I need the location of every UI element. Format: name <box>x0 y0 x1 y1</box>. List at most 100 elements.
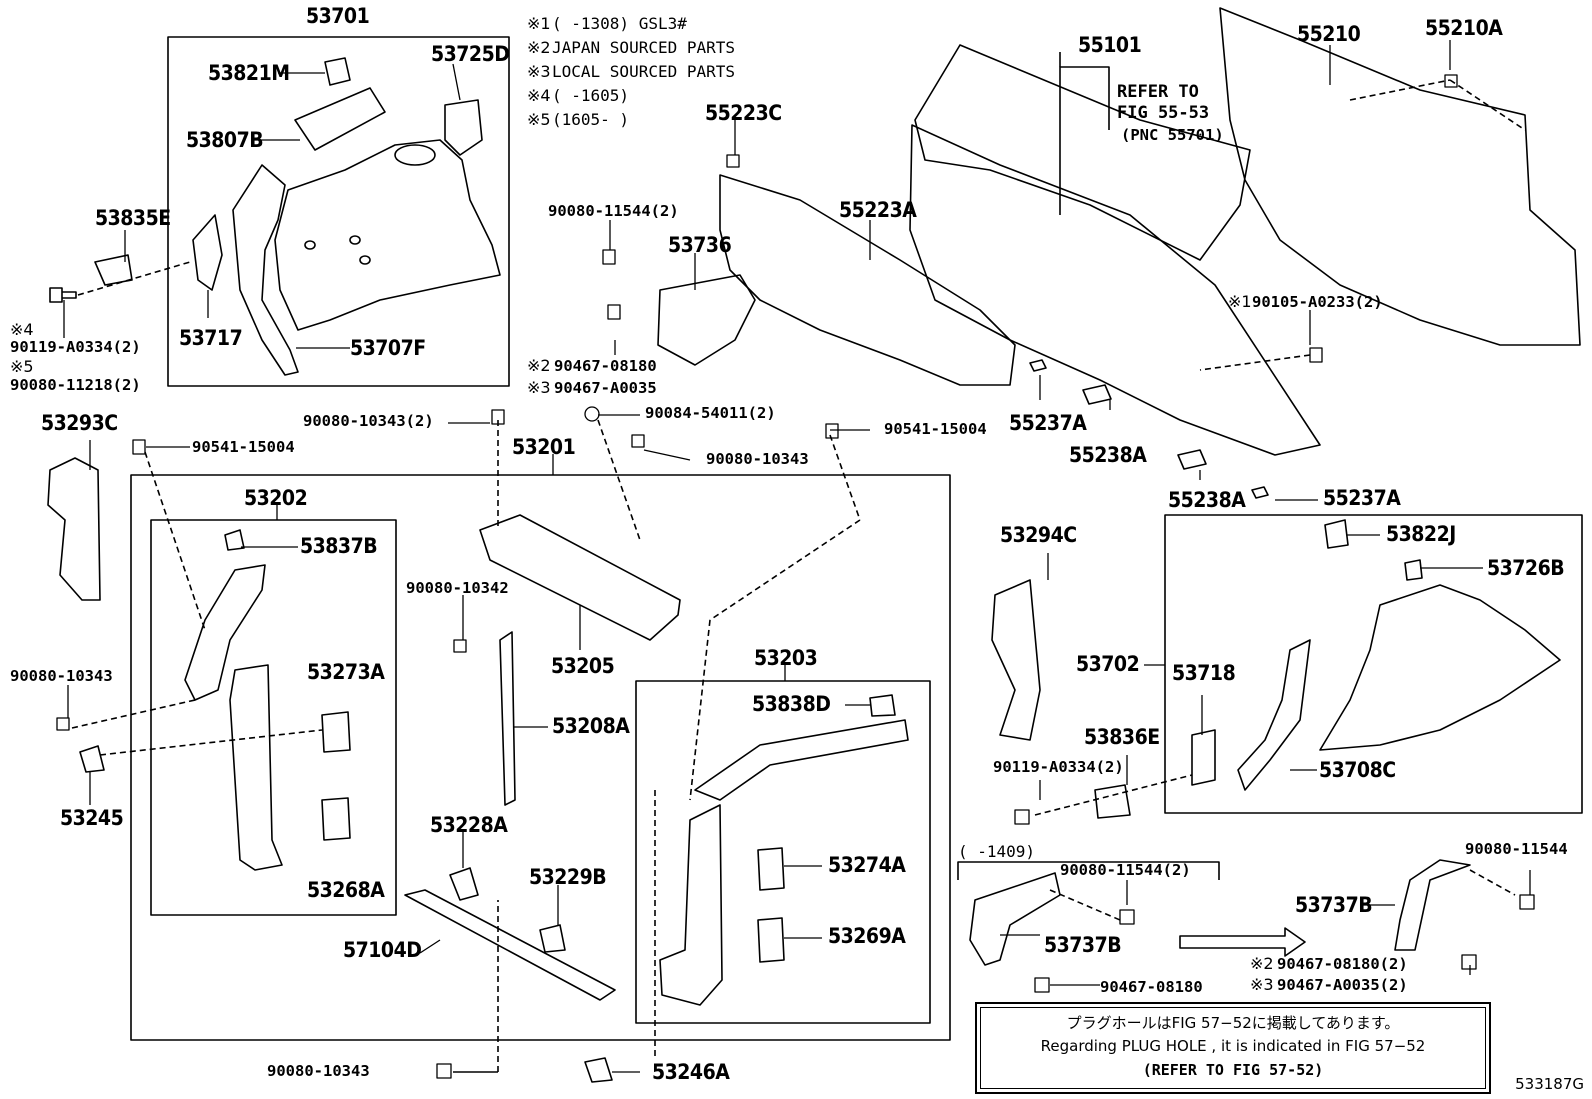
part-label[interactable]: 57104D <box>343 938 422 962</box>
part-label[interactable]: 53203 <box>754 646 818 670</box>
part-label[interactable]: 90080-10342 <box>406 579 509 597</box>
note-mark-2: ※2 <box>527 38 551 57</box>
plug-hole-note-ref: (REFER TO FIG 57-52) <box>1142 1061 1324 1079</box>
part-label[interactable]: 53707F <box>350 336 426 360</box>
note-text-5: (1605- ) <box>552 110 630 129</box>
part-label[interactable]: 90467-08180(2) <box>1277 955 1408 973</box>
part-label[interactable]: 53737B <box>1044 933 1122 957</box>
part-label[interactable]: 53205 <box>551 654 615 678</box>
part-label[interactable]: 55210A <box>1425 16 1503 40</box>
part-label[interactable]: 90080-10343 <box>267 1062 370 1080</box>
part-label[interactable]: 55223C <box>705 101 782 125</box>
date-range-note: ( -1409) <box>958 842 1036 861</box>
part-55101-cowl <box>914 44 1251 261</box>
part-53702-apron <box>1319 584 1561 751</box>
part-label[interactable]: 53822J <box>1386 522 1456 546</box>
part-55238A-b <box>1177 449 1207 470</box>
part-label[interactable]: 53269A <box>828 924 906 948</box>
part-label[interactable]: 53708C <box>1319 758 1396 782</box>
group-box-53203 <box>635 680 931 1024</box>
part-label[interactable]: 90541-15004 <box>192 438 295 456</box>
illustration-code: 533187G <box>1515 1075 1584 1093</box>
note-mark-5: ※5 <box>527 110 551 129</box>
part-label[interactable]: 90105-A0233(2) <box>1252 293 1383 311</box>
part-label[interactable]: 53821M <box>208 61 290 85</box>
part-label[interactable]: 53246A <box>652 1060 730 1084</box>
part-53838D <box>869 694 896 717</box>
part-label[interactable]: 53268A <box>307 878 385 902</box>
part-label[interactable]: 90541-15004 <box>884 420 987 438</box>
part-57104D <box>404 889 616 1001</box>
part-label[interactable]: 53836E <box>1084 725 1160 749</box>
part-label[interactable]: 55210 <box>1297 22 1361 46</box>
part-label[interactable]: 53725D <box>431 42 510 66</box>
part-55101-dash <box>909 124 1321 456</box>
part-53208A <box>499 631 516 806</box>
part-label[interactable]: 90119-A0334(2) <box>993 758 1124 776</box>
part-label[interactable]: 90467-08180 <box>1100 978 1203 996</box>
part-label[interactable]: 55237A <box>1009 411 1087 435</box>
part-55237A-a <box>1029 359 1047 372</box>
part-label[interactable]: 53208A <box>552 714 630 738</box>
part-label[interactable]: 53228A <box>430 813 508 837</box>
part-53246A <box>584 1057 613 1083</box>
part-label[interactable]: 55223A <box>839 198 917 222</box>
part-53701-apron <box>274 139 501 331</box>
part-53725D <box>444 99 483 156</box>
part-label[interactable]: 90080-11544(2) <box>1060 861 1191 879</box>
part-label[interactable]: 53274A <box>828 853 906 877</box>
part-label[interactable]: 53229B <box>529 865 607 889</box>
part-label[interactable]: 55238A <box>1069 443 1147 467</box>
note-text-4: ( -1605) <box>552 86 630 105</box>
part-label[interactable]: 90467-A0035(2) <box>1277 976 1408 994</box>
part-label[interactable]: 90080-11544 <box>1465 840 1568 858</box>
part-53807B <box>294 87 386 151</box>
part-label[interactable]: 53835E <box>95 206 171 230</box>
part-label[interactable]: 53737B <box>1295 893 1373 917</box>
part-label[interactable]: 53837B <box>300 534 378 558</box>
part-label[interactable]: 53726B <box>1487 556 1565 580</box>
part-label[interactable]: 53294C <box>1000 523 1077 547</box>
part-label[interactable]: 90080-10343(2) <box>303 412 434 430</box>
part-label[interactable]: 53807B <box>186 128 264 152</box>
part-53229B <box>539 924 566 953</box>
refer-line1: REFER TO <box>1117 82 1199 102</box>
part-label[interactable]: 53273A <box>307 660 385 684</box>
part-53274A <box>757 847 785 891</box>
part-label[interactable]: 90080-11544(2) <box>548 202 679 220</box>
part-label[interactable]: 53293C <box>41 411 118 435</box>
part-53726B <box>1404 559 1423 581</box>
part-53245 <box>79 745 105 773</box>
note-mark-ref: ※2 <box>527 356 551 375</box>
bolt-90119 <box>49 287 77 303</box>
refer-line2: FIG 55-53 <box>1117 103 1210 123</box>
note-mark-ref: ※2 <box>1250 954 1274 973</box>
part-label[interactable]: 90084-54011(2) <box>645 404 776 422</box>
part-label[interactable]: 53838D <box>752 692 831 716</box>
part-55210 <box>1219 7 1581 346</box>
bracket-1409 <box>957 861 1220 880</box>
part-label[interactable]: 53736 <box>668 233 732 257</box>
part-label[interactable]: 55101 <box>1078 33 1142 57</box>
part-label[interactable]: 90080-11218(2) <box>10 376 141 394</box>
note-mark-ref: ※5 <box>10 357 34 376</box>
part-53737B-old <box>969 872 1061 966</box>
part-label[interactable]: 53718 <box>1172 661 1236 685</box>
part-label[interactable]: 53202 <box>244 486 308 510</box>
part-label[interactable]: 90467-A0035 <box>554 379 657 397</box>
part-label[interactable]: 90119-A0334(2) <box>10 338 141 356</box>
part-label[interactable]: 53701 <box>306 4 370 28</box>
part-53737B-new <box>1394 859 1471 951</box>
part-label[interactable]: 55237A <box>1323 486 1401 510</box>
part-label[interactable]: 53702 <box>1076 652 1140 676</box>
note-text-3: LOCAL SOURCED PARTS <box>552 62 736 81</box>
part-label[interactable]: 90080-10343 <box>10 667 113 685</box>
part-label[interactable]: 53201 <box>512 435 576 459</box>
part-label[interactable]: 90467-08180 <box>554 357 657 375</box>
part-label[interactable]: 55238A <box>1168 488 1246 512</box>
part-label[interactable]: 53717 <box>179 326 243 350</box>
part-label[interactable]: 53245 <box>60 806 124 830</box>
part-label[interactable]: 90080-10343 <box>706 450 809 468</box>
